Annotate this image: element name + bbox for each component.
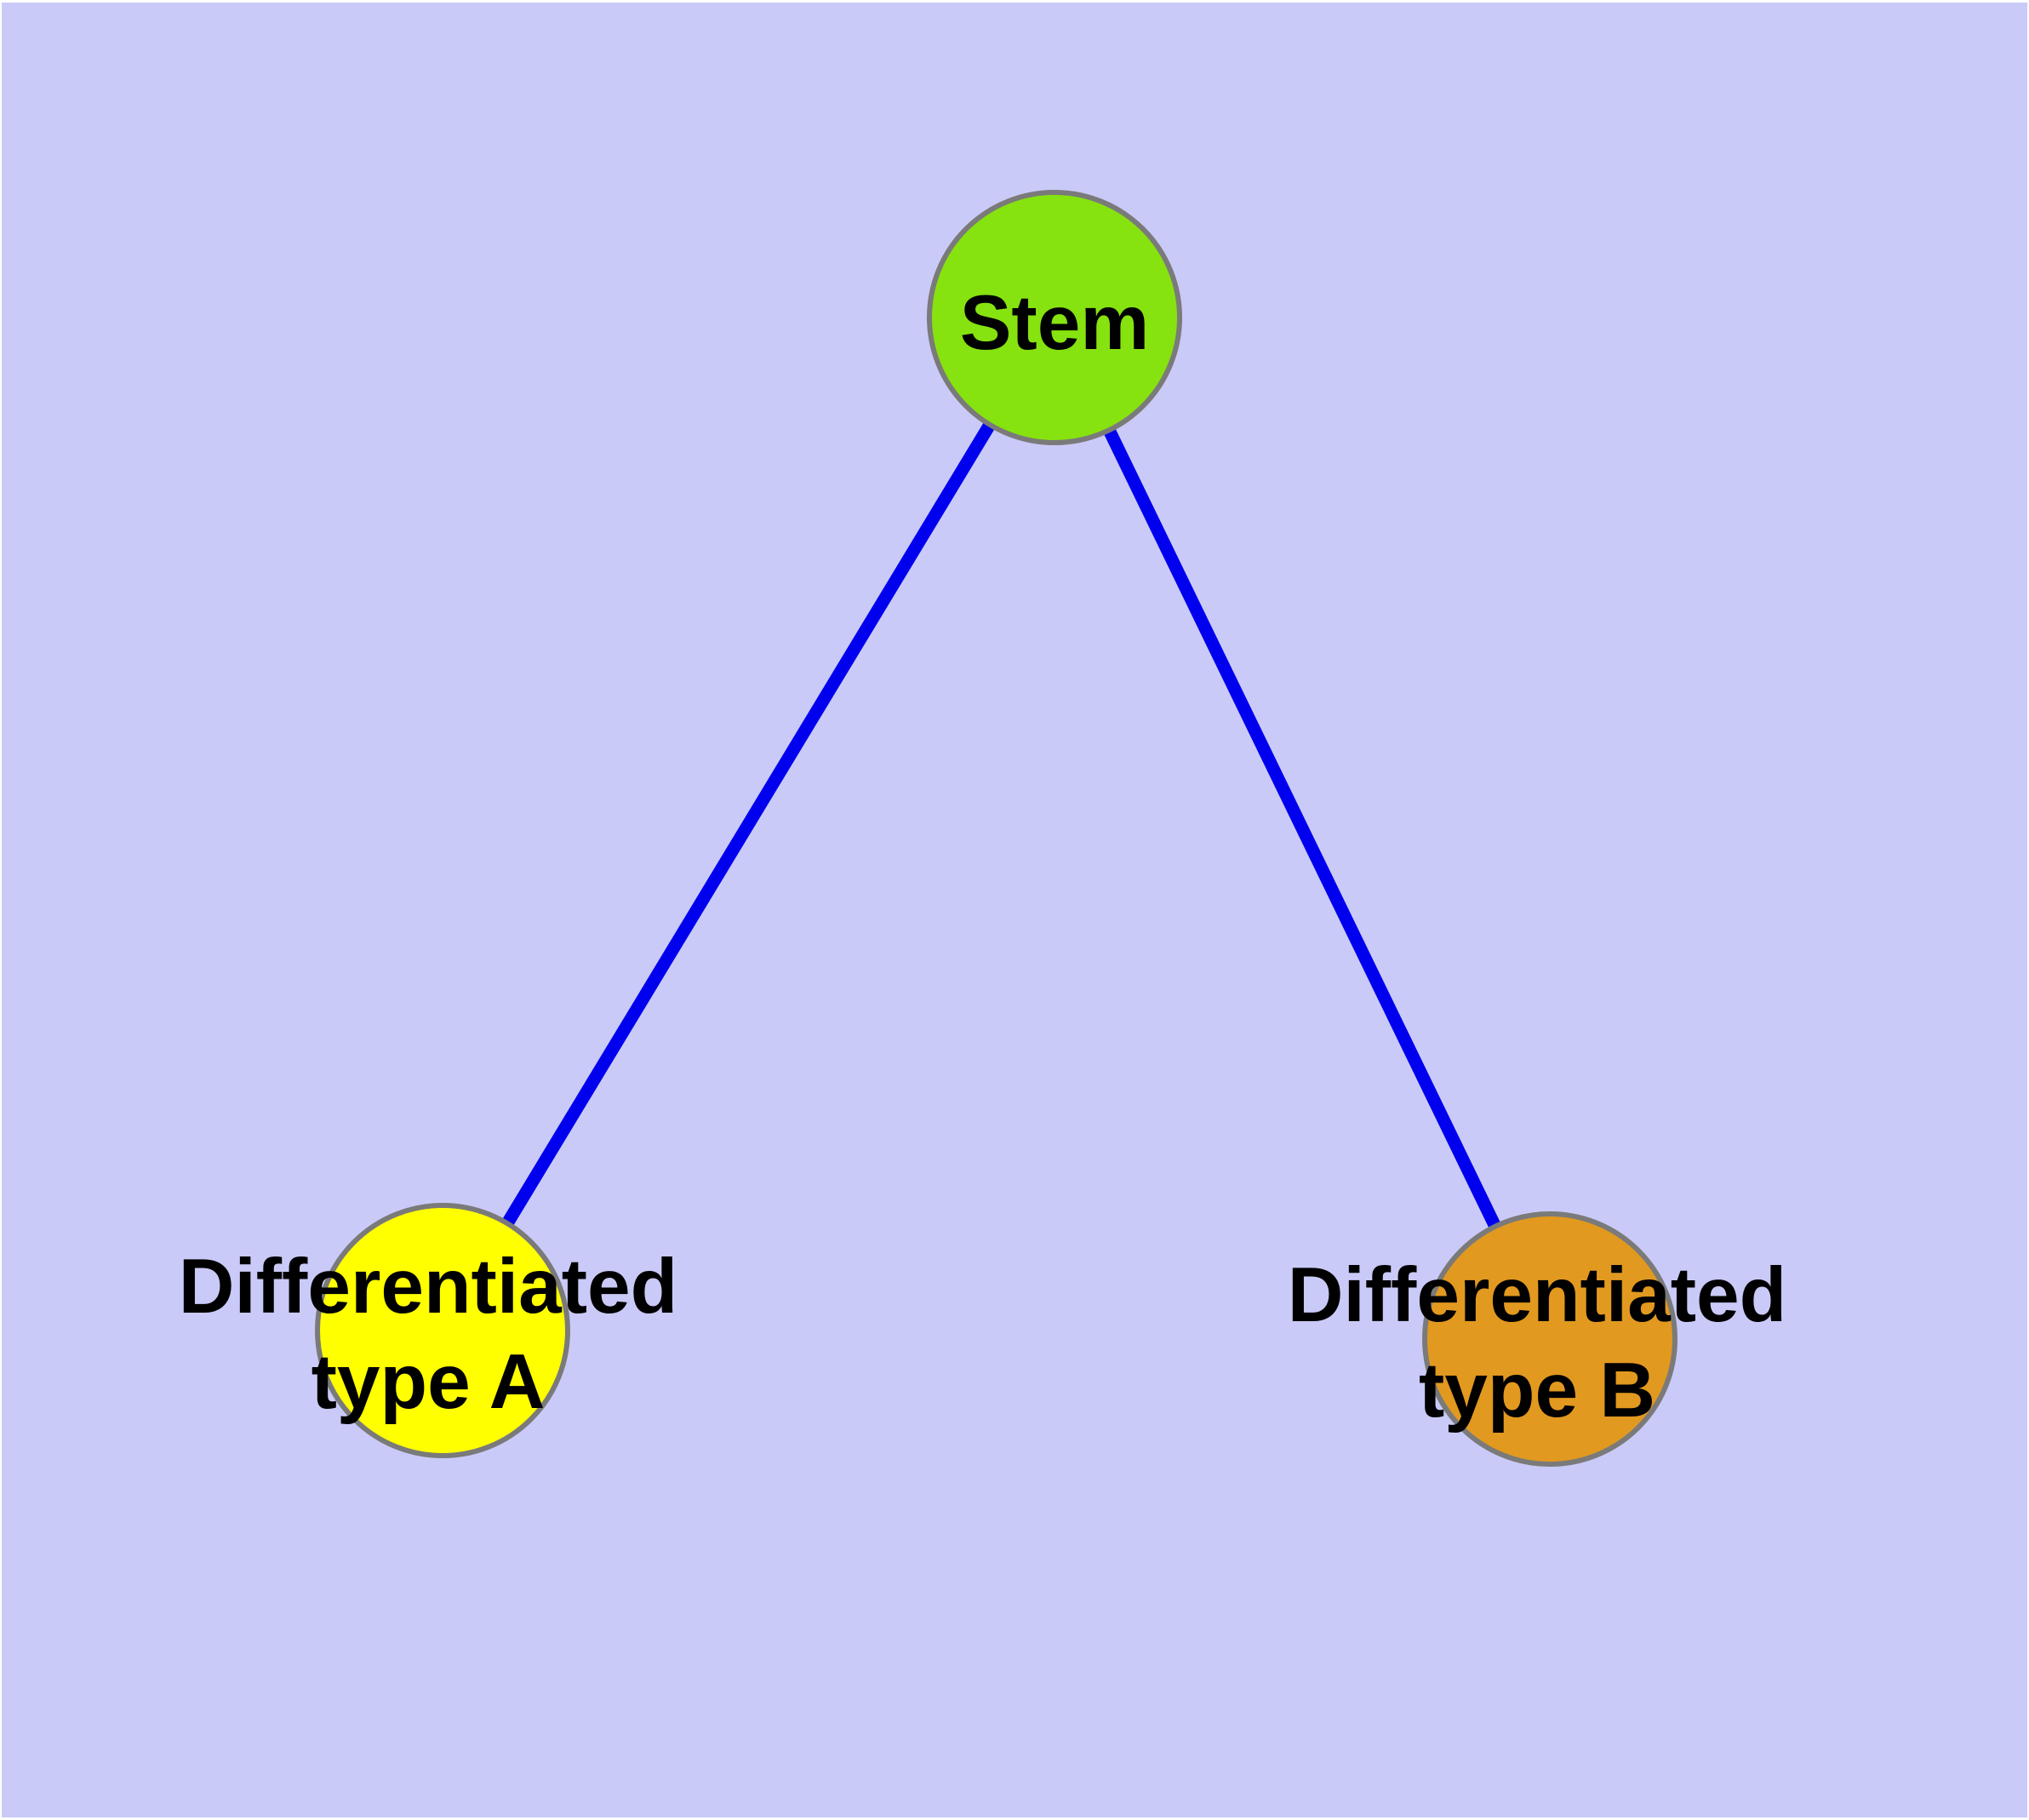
node-type-a-label-line-1: Differentiated	[178, 1244, 678, 1330]
node-type-a-label-line-2: type A	[311, 1339, 546, 1425]
node-stem	[927, 190, 1182, 445]
edge-stem-to-type-b	[1049, 314, 1556, 1342]
node-differentiated-type-b	[1422, 1211, 1677, 1467]
node-differentiated-type-a	[315, 1203, 570, 1458]
edge-stem-to-type-a	[437, 314, 1060, 1334]
node-type-b-label-line-1: Differentiated	[1287, 1252, 1787, 1338]
node-type-b-label-line-2: type B	[1418, 1348, 1656, 1434]
node-type-b-label: Differentiated type B	[1288, 1248, 1787, 1439]
node-type-a-label: Differentiated type A	[179, 1239, 678, 1430]
node-stem-label: Stem	[959, 280, 1150, 366]
